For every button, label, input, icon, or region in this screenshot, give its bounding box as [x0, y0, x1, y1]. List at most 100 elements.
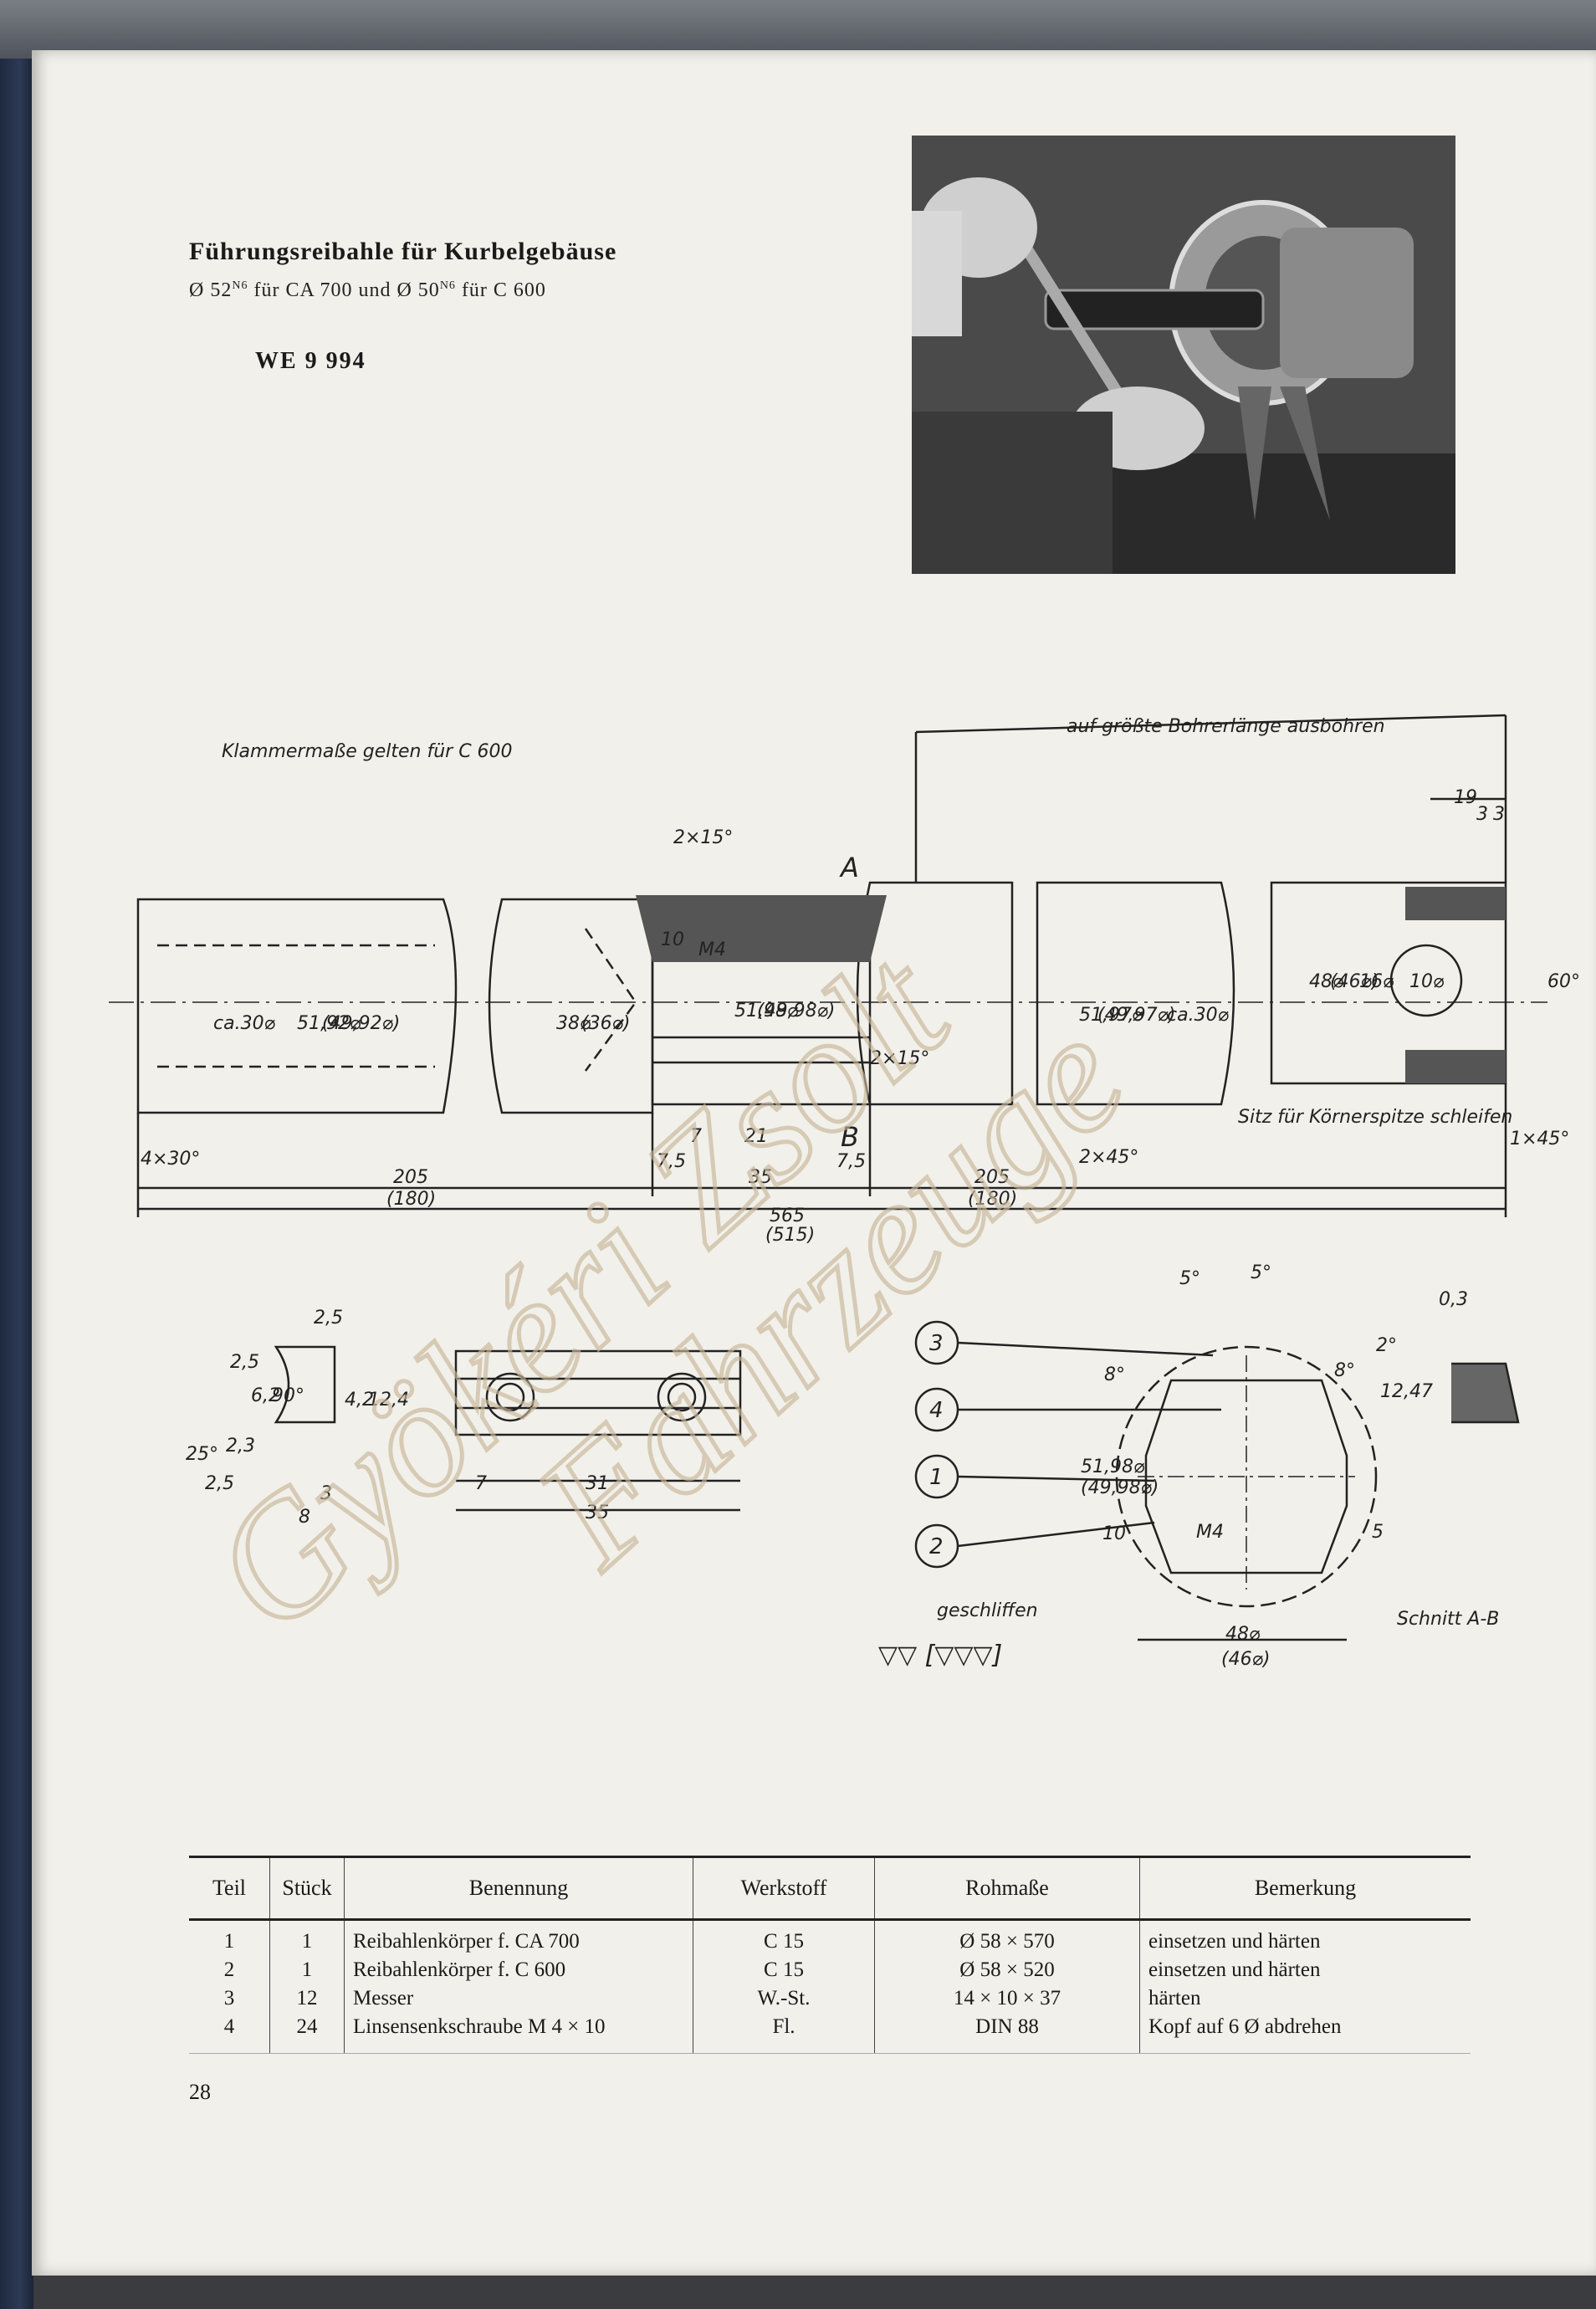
- book-edge: [0, 0, 1596, 59]
- dim-label: 35: [586, 1503, 609, 1523]
- ground-symbol: ▽▽ [▽▽▽]: [878, 1641, 1002, 1670]
- dim-label: (49,98⌀): [757, 1001, 835, 1021]
- ground-label: geschliffen: [937, 1600, 1038, 1621]
- col-header: Bemerkung: [1139, 1856, 1471, 1921]
- dim-label: 565: [770, 1206, 805, 1226]
- col-header: Benennung: [344, 1856, 693, 1921]
- dim-label: ca.30⌀: [1167, 1005, 1230, 1026]
- reamer-body-right2: [1036, 881, 1235, 1106]
- dim-label: 6,2: [251, 1385, 280, 1406]
- dim-label: 51,92⌀: [297, 1013, 361, 1034]
- dim-label: 3: [1476, 804, 1488, 825]
- col-header: Werkstoff: [693, 1856, 875, 1921]
- dim-label: M4: [698, 939, 726, 960]
- dim-label: ca.30⌀: [213, 1013, 276, 1034]
- dim-label: (49,98⌀): [1081, 1477, 1159, 1498]
- reamer-end: [1270, 881, 1507, 1085]
- table-header-row: Teil Stück Benennung Werkstoff Rohmaße B…: [189, 1856, 1471, 1921]
- dim-label: 10: [661, 929, 684, 950]
- dim-label: 2×15°: [673, 827, 733, 848]
- dim-label: 5°: [1251, 1262, 1271, 1283]
- dim-label: (49,92⌀): [322, 1013, 400, 1034]
- reamer-body-mid: [488, 898, 654, 1114]
- section-ab-outline: [1115, 1345, 1378, 1608]
- col-header: Stück: [269, 1856, 345, 1921]
- section-b-marker: B: [841, 1121, 859, 1153]
- dim-label: (46⌀): [1330, 971, 1379, 992]
- dim-label: 48⌀: [1225, 1624, 1261, 1645]
- dim-label: M4: [1196, 1522, 1224, 1543]
- callout-label: 3: [929, 1331, 944, 1356]
- dim-label: 3: [320, 1483, 332, 1504]
- dim-label: 8°: [1334, 1360, 1355, 1381]
- reamer-body-left: [136, 898, 458, 1114]
- dim-label: 8: [299, 1507, 310, 1528]
- dim-label: 2,3: [226, 1436, 255, 1457]
- dim-label: 12,47: [1380, 1381, 1433, 1402]
- part-number: WE 9 994: [255, 348, 366, 374]
- dim-label: (49,97⌀): [1097, 1005, 1175, 1026]
- dim-label: 19: [1454, 787, 1477, 808]
- dim-label: 35: [749, 1167, 772, 1188]
- note-center: Sitz für Körnerspitze schleifen: [1238, 1107, 1512, 1128]
- dim-label: 3: [1493, 804, 1505, 825]
- dim-label: (180): [968, 1189, 1017, 1210]
- callout-label: 4: [929, 1398, 944, 1423]
- dim-label: 31: [586, 1473, 609, 1494]
- dim-label: 48⌀: [1309, 971, 1344, 992]
- dim-label: 51,97⌀: [1079, 1005, 1143, 1026]
- dim-label: (36⌀): [581, 1013, 630, 1034]
- section-label: Schnitt A-B: [1397, 1609, 1499, 1630]
- book-binding: [0, 0, 33, 2309]
- dim-label: 90°: [272, 1385, 304, 1406]
- note-bore: auf größte Bohrerlänge ausbohren: [1067, 716, 1385, 737]
- dim-label: 5°: [1179, 1268, 1200, 1289]
- page-number: 28: [189, 2080, 211, 2104]
- dim-label: (180): [386, 1189, 436, 1210]
- dim-label: (515): [765, 1225, 815, 1246]
- dim-label: 51,98⌀: [734, 1001, 799, 1021]
- parts-table: Teil Stück Benennung Werkstoff Rohmaße B…: [189, 1856, 1471, 2054]
- callout-label: 1: [929, 1465, 944, 1490]
- dim-label: 2,5: [230, 1352, 259, 1373]
- dim-label: 12,4: [368, 1390, 409, 1410]
- dim-label: 4,2: [345, 1390, 374, 1410]
- dim-label: 1×45°: [1510, 1129, 1569, 1149]
- dim-label: 5: [1372, 1522, 1384, 1543]
- dim-label: 21: [744, 1126, 768, 1147]
- dim-label: 8°: [1104, 1364, 1125, 1385]
- note-brackets: Klammermaße gelten für C 600: [222, 741, 513, 762]
- dim-label: 7: [475, 1473, 487, 1494]
- section-a-marker: A: [839, 852, 859, 883]
- page-subtitle: Ø 52N6 für CA 700 und Ø 50N6 für C 600: [189, 279, 546, 301]
- dim-label: 10⌀: [1409, 971, 1445, 992]
- dim-label: 2×15°: [870, 1048, 929, 1069]
- dim-label: 2,5: [205, 1473, 234, 1494]
- page-title: Führungsreibahle für Kurbelgebäuse: [189, 238, 617, 265]
- dim-label: 7,5: [657, 1151, 686, 1172]
- cutter-blade-view: [454, 1349, 742, 1436]
- dim-label: 2×45°: [1079, 1147, 1138, 1168]
- dim-label: 25°: [186, 1444, 218, 1465]
- dim-label: (46⌀): [1221, 1649, 1270, 1670]
- dim-label: 7: [690, 1126, 702, 1147]
- dim-label: 4×30°: [141, 1149, 200, 1170]
- dim-label: 0,3: [1439, 1289, 1468, 1310]
- dim-label: 7,5: [836, 1151, 866, 1172]
- workshop-photo: [912, 136, 1455, 574]
- col-header: Rohmaße: [874, 1856, 1140, 1921]
- dim-label: 2,5: [314, 1308, 343, 1329]
- dim-label: 10: [1102, 1523, 1126, 1544]
- workshop-photo-icon: [912, 136, 1455, 574]
- dim-label: 38⌀: [556, 1013, 591, 1034]
- dim-label: 205: [393, 1167, 428, 1188]
- dim-label: 60°: [1547, 971, 1580, 992]
- callout-label: 2: [929, 1534, 944, 1559]
- dim-label: 51,98⌀: [1081, 1457, 1145, 1477]
